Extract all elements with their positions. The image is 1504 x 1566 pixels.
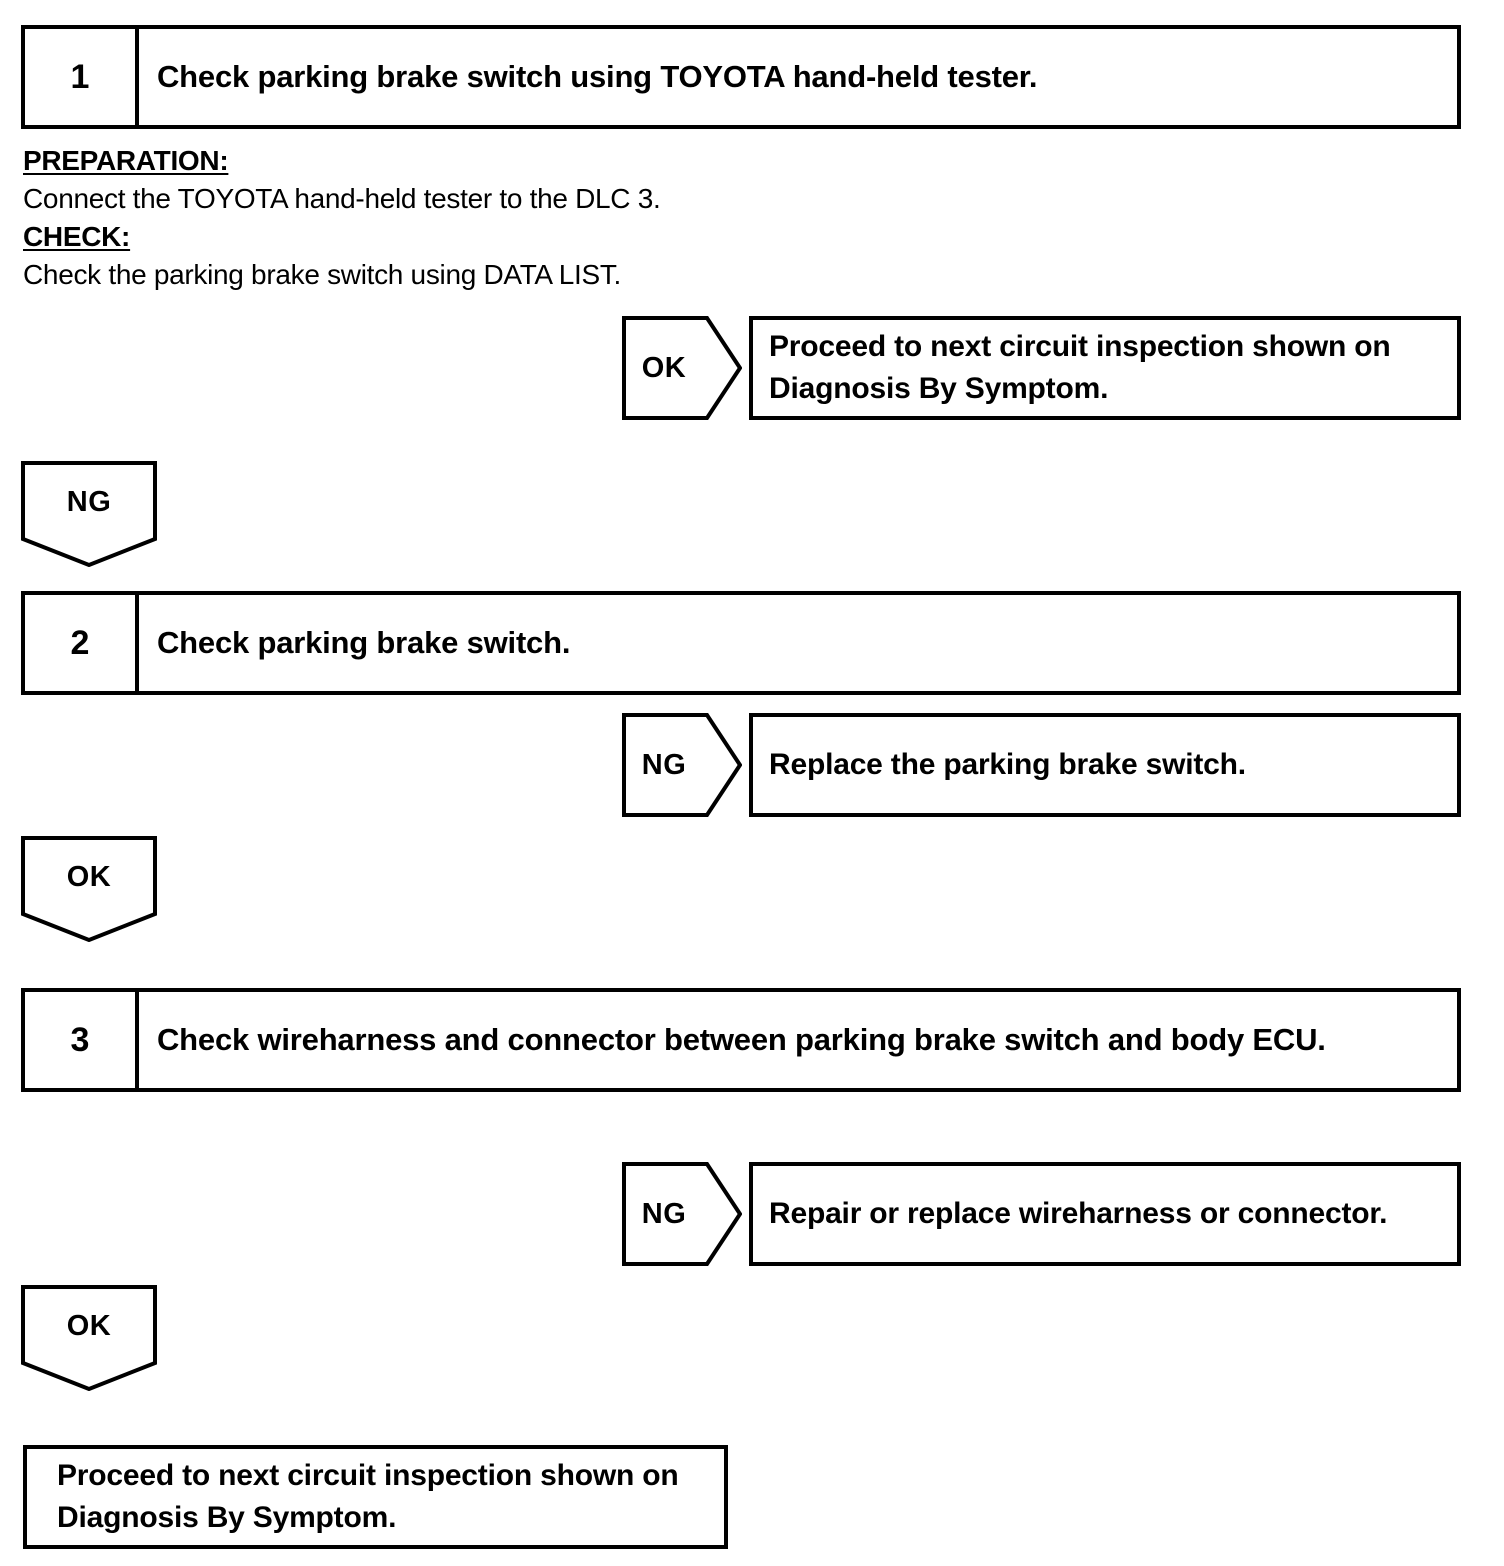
final-result-box: Proceed to next circuit inspection shown… (23, 1445, 728, 1549)
branch-arrow-ok-step2: OK (21, 836, 157, 942)
result-line-2: Diagnosis By Symptom. (769, 372, 1109, 405)
branch-label-ng-step2: NG (641, 748, 687, 781)
result-line-1: Proceed to next circuit inspection shown… (769, 330, 1391, 363)
branch-arrow-ok-step3: OK (21, 1285, 157, 1391)
branch-arrow-ok-step1: OK (622, 316, 742, 420)
final-result-text: Proceed to next circuit inspection shown… (57, 1455, 679, 1539)
branch-arrow-ng-step3: NG (622, 1162, 742, 1266)
step-number-1: 1 (25, 29, 139, 125)
branch-arrow-ng-step2: NG (622, 713, 742, 817)
preparation-text: Connect the TOYOTA hand-held tester to t… (23, 183, 661, 214)
check-label: CHECK: (23, 221, 131, 252)
result-text-step3-ng: Repair or replace wireharness or connect… (769, 1197, 1388, 1230)
result-box-step1-ok: Proceed to next circuit inspection shown… (749, 316, 1461, 420)
preparation-label: PREPARATION: (23, 145, 229, 176)
result-text-step2-ng: Replace the parking brake switch. (769, 748, 1246, 781)
result-text-step1-ok: Proceed to next circuit inspection shown… (769, 326, 1391, 410)
step-box-2: 2 Check parking brake switch. (21, 591, 1461, 695)
branch-label-ok-step2: OK (66, 860, 112, 893)
check-text: Check the parking brake switch using DAT… (23, 259, 622, 290)
final-result-line-2: Diagnosis By Symptom. (57, 1501, 397, 1534)
branch-label-ok-step3: OK (66, 1309, 112, 1342)
step-number-2: 2 (25, 595, 139, 691)
step-box-1: 1 Check parking brake switch using TOYOT… (21, 25, 1461, 129)
step-title-2: Check parking brake switch. (157, 625, 571, 660)
branch-label-ok-step1: OK (641, 351, 687, 384)
branch-label-ng-step1: NG (66, 485, 112, 518)
step-box-3: 3 Check wireharness and connector betwee… (21, 988, 1461, 1092)
result-box-step3-ng: Repair or replace wireharness or connect… (749, 1162, 1461, 1266)
step1-detail-text: PREPARATION: Connect the TOYOTA hand-hel… (23, 142, 783, 294)
step-title-1: Check parking brake switch using TOYOTA … (157, 59, 1038, 94)
branch-label-ng-step3: NG (641, 1197, 687, 1230)
branch-arrow-ng-step1: NG (21, 461, 157, 567)
final-result-line-1: Proceed to next circuit inspection shown… (57, 1459, 679, 1492)
result-box-step2-ng: Replace the parking brake switch. (749, 713, 1461, 817)
step-title-3: Check wireharness and connector between … (157, 1022, 1326, 1057)
step-number-3: 3 (25, 992, 139, 1088)
